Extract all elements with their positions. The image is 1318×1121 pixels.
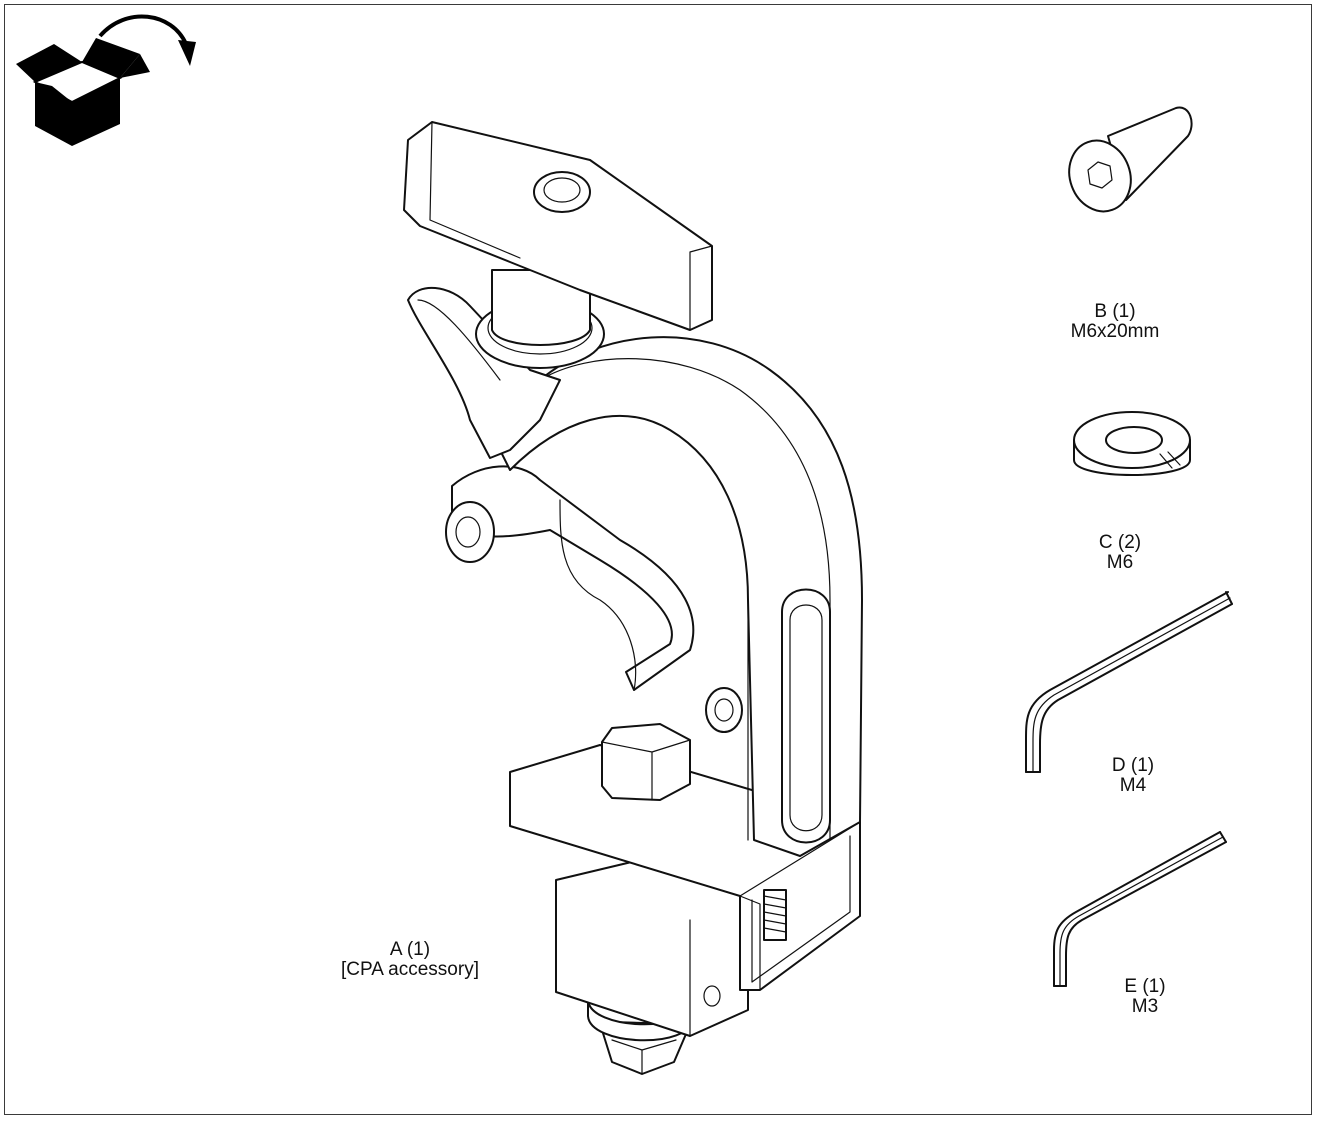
open-box-with-arrow-icon <box>16 14 196 146</box>
part-c-spec: M6 <box>1106 552 1134 573</box>
part-e-id: E (1) <box>1124 976 1166 997</box>
part-d-spec: M4 <box>1119 775 1147 796</box>
part-label-a: A (1) [CPA accessory] <box>320 940 500 980</box>
part-label-e: E (1) M3 <box>1095 977 1195 1017</box>
part-label-d: D (1) M4 <box>1083 756 1183 796</box>
part-c-id: C (2) <box>1098 532 1142 553</box>
screw-drawing-b <box>1068 106 1193 213</box>
clamp-drawing-a <box>403 121 863 1075</box>
part-a-id: A (1) <box>389 939 431 960</box>
part-label-b: B (1) M6x20mm <box>1050 302 1180 342</box>
part-e-spec: M3 <box>1131 996 1159 1017</box>
part-b-id: B (1) <box>1094 301 1136 322</box>
hex-key-drawing-d <box>1025 591 1233 773</box>
part-b-spec: M6x20mm <box>1070 321 1160 342</box>
hex-key-drawing-e <box>1053 831 1227 987</box>
part-label-c: C (2) M6 <box>1070 533 1170 573</box>
part-d-id: D (1) <box>1111 755 1155 776</box>
washer-drawing-c <box>1073 411 1191 476</box>
part-a-spec: [CPA accessory] <box>341 959 479 980</box>
